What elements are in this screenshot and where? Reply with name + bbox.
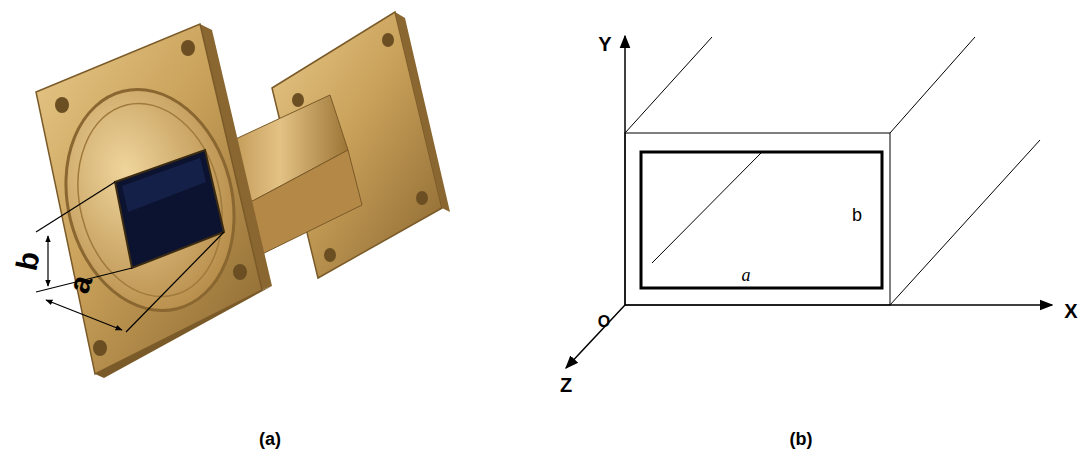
axis-label: X [1064, 301, 1077, 321]
dimension-label: b [852, 206, 862, 224]
waveguide-schematic [566, 36, 1052, 368]
dimension-lines [36, 182, 224, 332]
axis-label: Y [598, 34, 611, 54]
dimension-label: a [742, 266, 751, 284]
panel-label: (b) [790, 430, 813, 448]
panel-label: (a) [259, 430, 281, 448]
waveguide-photo [36, 12, 450, 378]
dimension-label: b [11, 249, 44, 273]
origin-label: O [598, 314, 610, 330]
axis-label: Z [560, 375, 572, 395]
